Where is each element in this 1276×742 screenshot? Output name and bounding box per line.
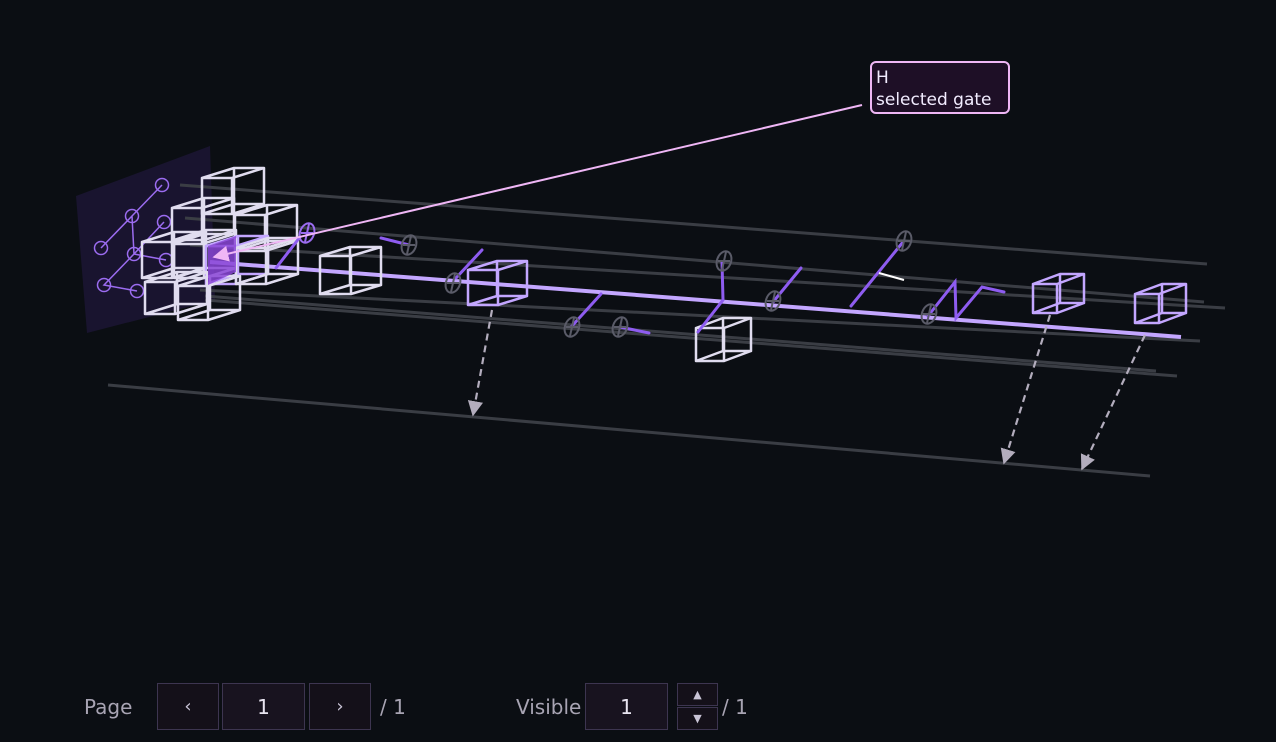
qubit-wire bbox=[204, 294, 1157, 373]
gate-cube[interactable] bbox=[234, 236, 300, 286]
cnot-connector[interactable] bbox=[454, 248, 484, 280]
qubit-topology-graph bbox=[93, 177, 174, 299]
visible-total: / 1 bbox=[722, 695, 748, 719]
cnot-target[interactable] bbox=[443, 271, 463, 295]
cnot-connector[interactable] bbox=[771, 266, 803, 304]
topology-node bbox=[154, 177, 170, 193]
topology-node bbox=[156, 214, 172, 230]
topology-node bbox=[96, 277, 112, 293]
topology-node bbox=[124, 208, 140, 224]
cnot-connector[interactable] bbox=[274, 235, 302, 270]
gate-cubes[interactable] bbox=[140, 166, 1188, 363]
controlled-gates[interactable] bbox=[274, 235, 1006, 335]
tooltip-caption: selected gate bbox=[876, 90, 992, 110]
gate-cube[interactable] bbox=[1031, 272, 1086, 315]
page-total: / 1 bbox=[380, 695, 406, 719]
measurement-arrow bbox=[1080, 334, 1146, 471]
cnot-connector[interactable] bbox=[926, 277, 1006, 322]
gate-cube[interactable] bbox=[694, 316, 753, 363]
measurement-arrows bbox=[467, 309, 1146, 471]
visible-input[interactable]: 1 bbox=[585, 683, 668, 730]
next-page-button[interactable]: › bbox=[309, 683, 371, 730]
prev-page-button[interactable]: ‹ bbox=[157, 683, 219, 730]
measurement-arrow bbox=[1000, 314, 1052, 465]
active-qubit-wire bbox=[209, 260, 1182, 339]
gate-tooltip: H selected gate bbox=[870, 61, 1010, 114]
cnot-connector[interactable] bbox=[696, 260, 725, 334]
gate-cube[interactable] bbox=[466, 259, 529, 307]
qubit-wire bbox=[204, 298, 1178, 378]
page-label: Page bbox=[84, 695, 133, 719]
qubit-wire bbox=[179, 183, 1208, 266]
cnot-target[interactable] bbox=[919, 302, 939, 326]
tooltip-box bbox=[870, 61, 1010, 114]
cnot-targets[interactable] bbox=[297, 221, 939, 339]
visible-label: Visible bbox=[516, 695, 582, 719]
cnot-target[interactable] bbox=[894, 229, 914, 253]
qubit-wire bbox=[189, 243, 1226, 310]
chevron-right-icon: › bbox=[336, 696, 344, 717]
gate-cube[interactable] bbox=[318, 245, 383, 296]
triangle-down-icon: ▼ bbox=[693, 712, 702, 725]
measurement-arrow bbox=[467, 309, 494, 417]
cnot-target[interactable] bbox=[399, 233, 419, 257]
topology-node bbox=[93, 240, 109, 256]
topology-node bbox=[126, 246, 142, 262]
qubit-wires bbox=[107, 183, 1226, 478]
cnot-connector[interactable] bbox=[849, 240, 905, 308]
cnot-target[interactable] bbox=[297, 221, 317, 245]
tooltip-gate-name: H bbox=[876, 68, 889, 88]
cnot-target[interactable] bbox=[562, 315, 582, 339]
cnot-target[interactable] bbox=[763, 289, 783, 313]
gate-cube[interactable] bbox=[1133, 282, 1188, 325]
qubit-wire bbox=[199, 288, 1201, 343]
cnot-target[interactable] bbox=[714, 249, 734, 273]
swap-marker bbox=[878, 272, 905, 281]
classical-wire bbox=[107, 383, 1151, 478]
cnot-connector[interactable] bbox=[570, 292, 603, 328]
cnot-target[interactable] bbox=[610, 315, 630, 339]
cnot-connector[interactable] bbox=[379, 236, 411, 247]
chevron-left-icon: ‹ bbox=[184, 696, 192, 717]
visible-decrement-button[interactable]: ▼ bbox=[677, 707, 718, 730]
triangle-up-icon: ▲ bbox=[693, 688, 702, 701]
visible-increment-button[interactable]: ▲ bbox=[677, 683, 718, 706]
gate-cube[interactable] bbox=[200, 166, 266, 216]
topology-node bbox=[129, 283, 145, 299]
tooltip-leader bbox=[212, 104, 863, 262]
page-input[interactable]: 1 bbox=[222, 683, 305, 730]
